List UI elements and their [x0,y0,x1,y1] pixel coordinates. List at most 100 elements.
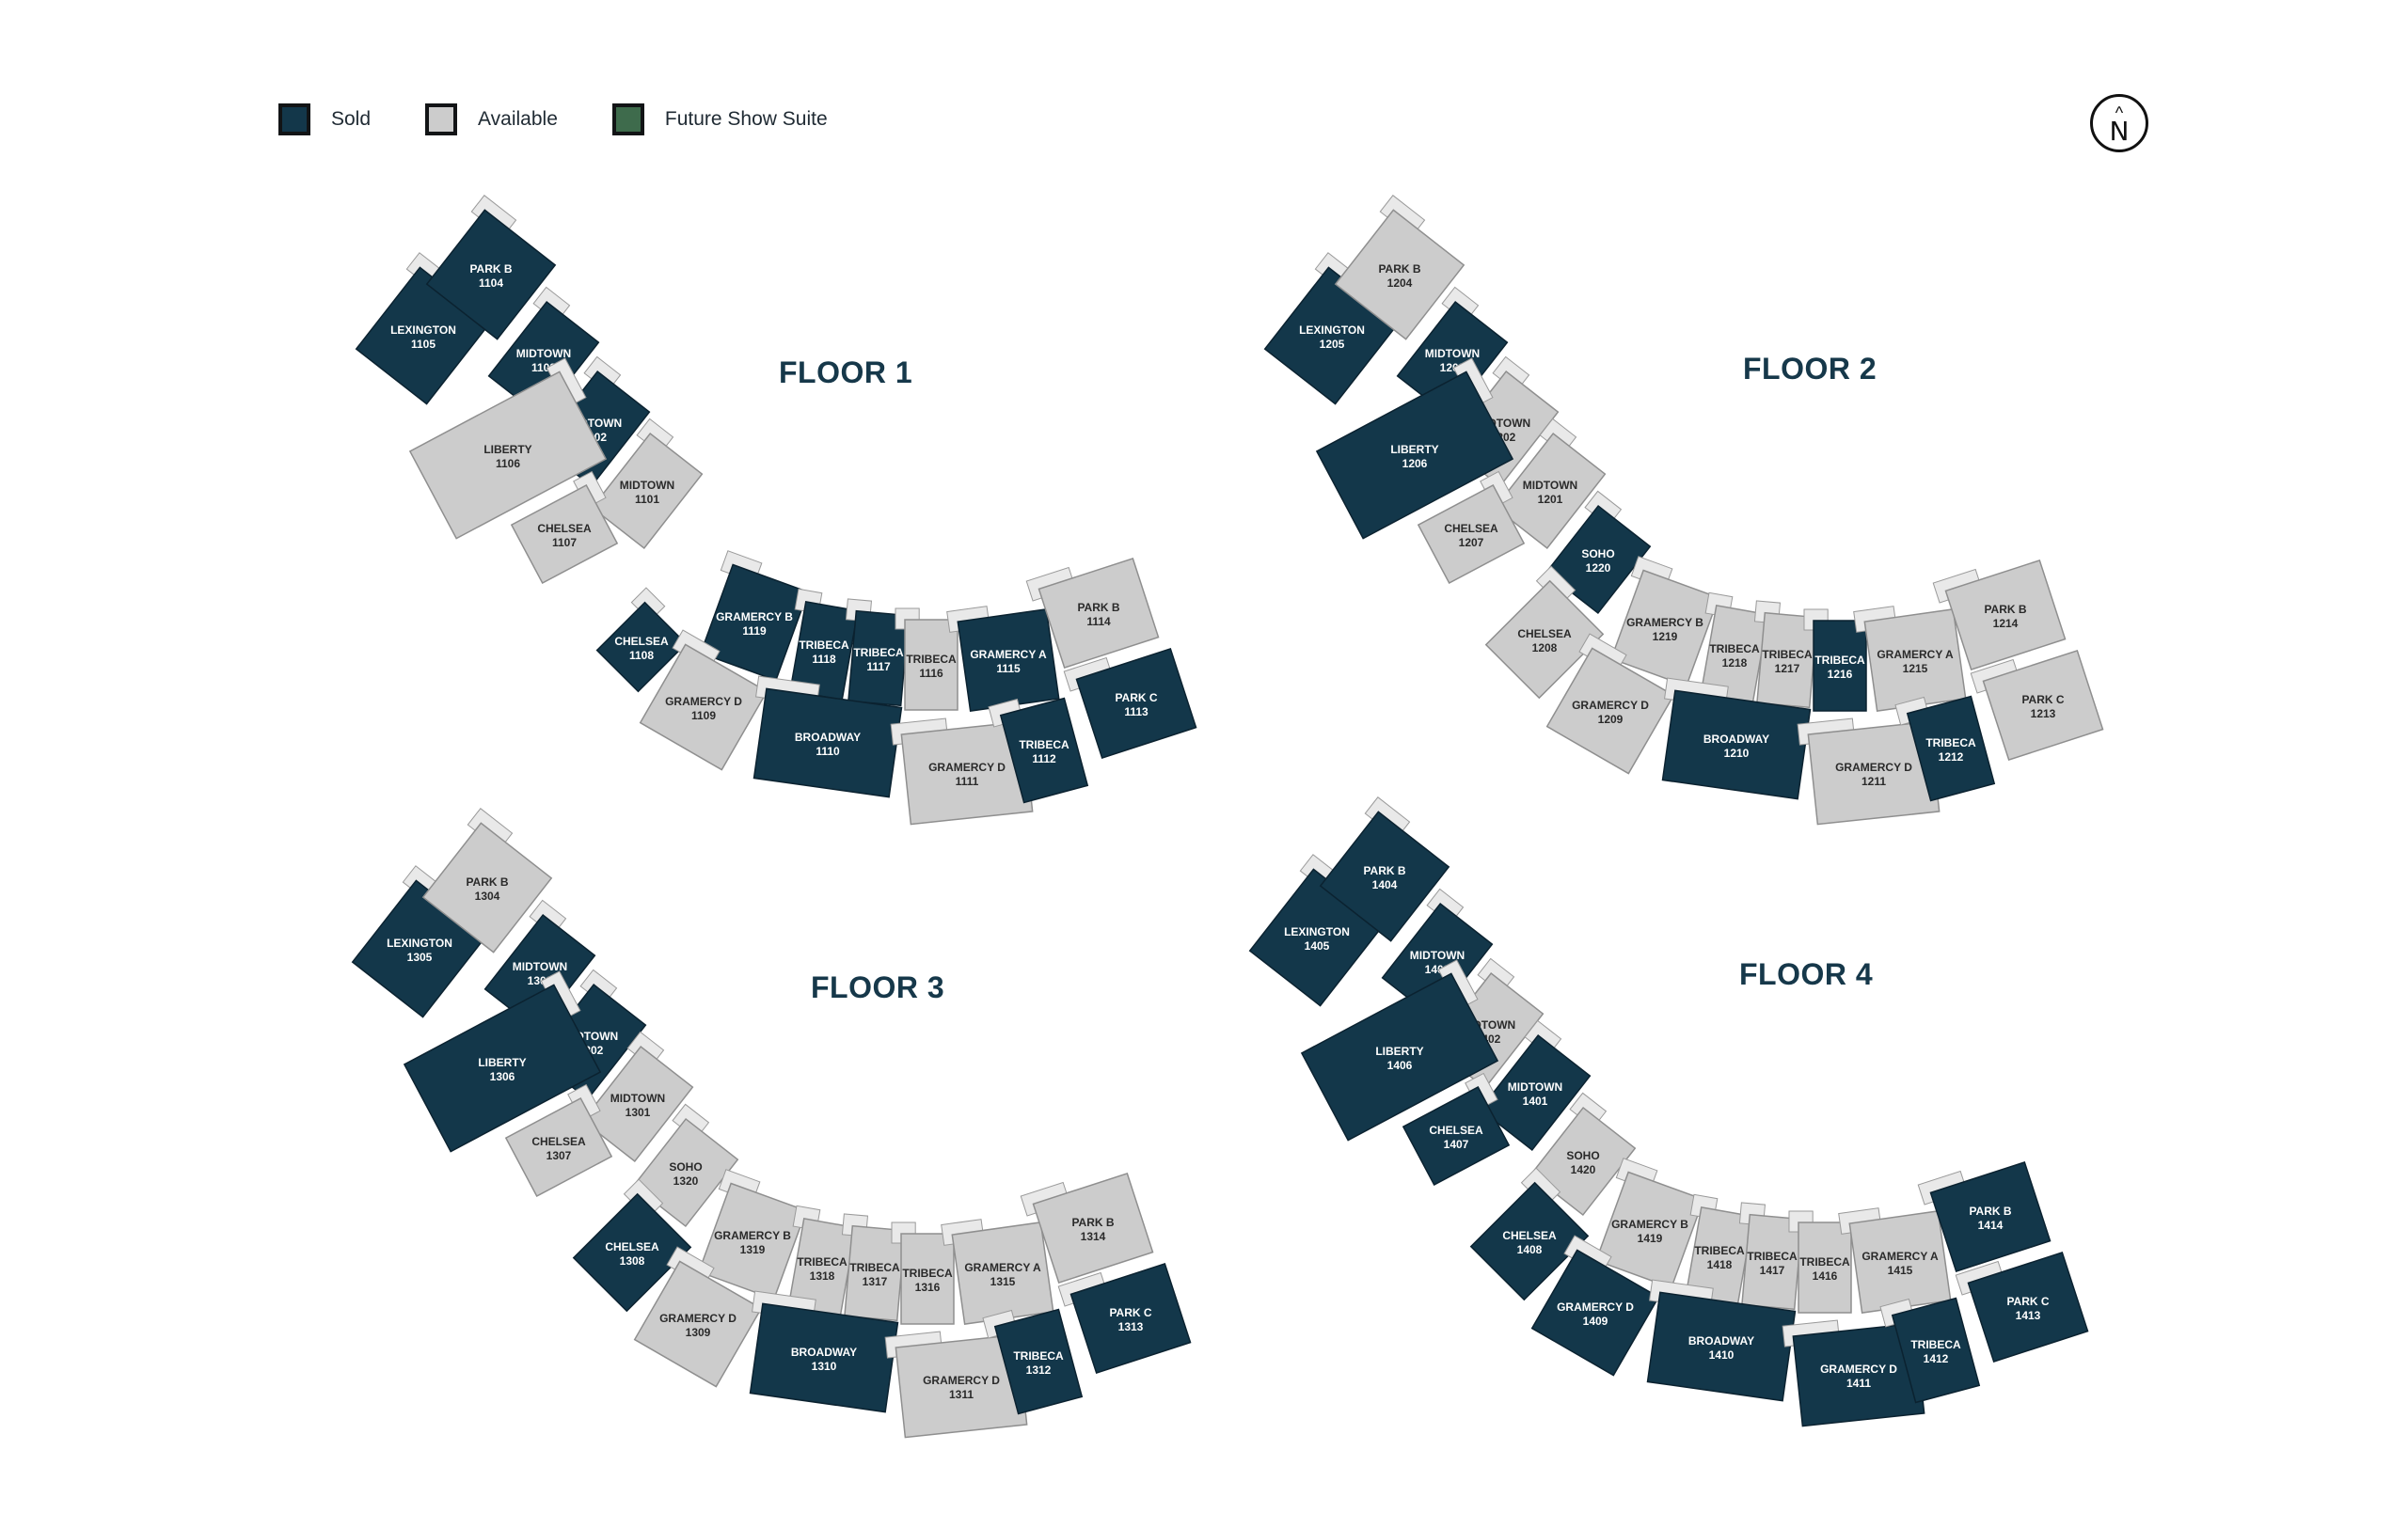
unit-1208[interactable] [1480,565,1611,700]
unit-1204[interactable] [1328,195,1471,340]
unit-1308[interactable] [567,1178,699,1313]
unit-1116[interactable] [895,607,958,711]
unit-1107[interactable] [507,470,627,585]
unit-1306-number: 1306 [490,1070,515,1083]
unit-1215-name: GRAMERCY A [1877,648,1954,661]
unit-1207[interactable] [1414,470,1534,585]
unit-1314[interactable] [1020,1163,1154,1286]
unit-1310-shape [749,1302,899,1413]
unit-1312-name: TRIBECA [1013,1349,1064,1363]
unit-1201-shape [1494,432,1607,550]
unit-1209[interactable] [1539,633,1679,775]
north-label: N [2109,116,2130,147]
unit-1311[interactable] [884,1324,1028,1439]
unit-1212[interactable] [1894,686,1996,803]
unit-1219[interactable] [1603,556,1723,687]
unit-1201[interactable] [1488,418,1612,550]
unit-1316-number: 1316 [915,1281,941,1294]
unit-1215[interactable] [1853,598,1967,713]
unit-1407[interactable] [1399,1072,1519,1187]
unit-1409-number: 1409 [1583,1315,1608,1328]
unit-1211-number: 1211 [1861,775,1886,788]
unit-1207-name: CHELSEA [1444,522,1498,535]
unit-1406-shape [1300,972,1499,1142]
unit-1310[interactable] [741,1290,900,1413]
unit-1110[interactable] [745,675,904,798]
unit-1210[interactable] [1654,677,1813,800]
unit-1419[interactable] [1588,1158,1708,1289]
unit-1311-number: 1311 [949,1388,974,1401]
unit-1211-name: GRAMERCY D [1835,761,1912,774]
unit-1109[interactable] [632,629,772,771]
unit-1415[interactable] [1838,1200,1952,1315]
unit-1110-shape [752,687,903,798]
unit-1111[interactable] [890,711,1034,826]
unit-1104[interactable] [420,195,562,340]
unit-1206[interactable] [1312,357,1523,540]
unit-1416[interactable] [1788,1210,1852,1314]
unit-1319-name: GRAMERCY B [714,1229,791,1242]
unit-1206-name: LIBERTY [1390,443,1438,456]
unit-1213[interactable] [1970,640,2104,764]
unit-1415-name: GRAMERCY A [1861,1250,1939,1263]
unit-1101-number: 1101 [635,493,659,506]
unit-1119[interactable] [692,550,813,682]
unit-1309[interactable] [626,1246,767,1388]
unit-1204-shape [1334,209,1465,340]
unit-1216[interactable] [1803,608,1867,712]
unit-1409[interactable] [1524,1235,1664,1377]
unit-1414-shape [1929,1160,2052,1273]
unit-1319[interactable] [690,1169,811,1300]
unit-1308-name: CHELSEA [605,1240,659,1253]
unit-1411[interactable] [1782,1313,1925,1427]
unit-1204-number: 1204 [1387,276,1413,290]
unit-1214[interactable] [1932,550,2067,673]
legend-future-label: Future Show Suite [664,108,828,130]
unit-1317-name: TRIBECA [849,1261,900,1274]
unit-1310-name: BROADWAY [791,1346,857,1359]
unit-1307[interactable] [501,1083,622,1198]
unit-1316[interactable] [891,1221,955,1325]
unit-1301[interactable] [576,1031,700,1163]
unit-1311-name: GRAMERCY D [923,1374,1000,1387]
unit-1313-shape [1069,1262,1192,1375]
unit-1401[interactable] [1473,1019,1597,1152]
unit-1406[interactable] [1297,959,1508,1142]
unit-1113[interactable] [1063,638,1197,762]
legend-future: Future Show Suite [611,103,863,135]
unit-1101[interactable] [585,418,709,550]
unit-1107-number: 1107 [552,536,577,549]
unit-1114[interactable] [1025,548,1160,671]
unit-1312[interactable] [982,1299,1084,1416]
unit-1212-name: TRIBECA [1925,736,1976,749]
unit-1318[interactable] [779,1205,858,1318]
unit-1208-number: 1208 [1532,641,1558,654]
unit-1313[interactable] [1057,1253,1192,1377]
north-compass-icon: ^ N [2090,94,2148,152]
unit-1418[interactable] [1676,1193,1755,1307]
unit-1410[interactable] [1639,1279,1798,1402]
unit-1108[interactable] [591,587,694,693]
unit-1116-number: 1116 [919,667,943,680]
unit-1408-number: 1408 [1517,1243,1543,1256]
unit-1115[interactable] [946,598,1060,713]
floor-4-title: FLOOR 4 [1739,957,1874,991]
unit-1309-name: GRAMERCY D [659,1312,737,1325]
unit-1315[interactable] [941,1211,1054,1326]
unit-1106[interactable] [405,357,616,540]
unit-1118[interactable] [781,588,860,701]
unit-1207-number: 1207 [1459,536,1484,549]
unit-1412[interactable] [1879,1287,1981,1405]
unit-1408[interactable] [1465,1167,1596,1301]
unit-1414[interactable] [1917,1152,2052,1275]
unit-1308-number: 1308 [620,1254,645,1268]
unit-1307-name: CHELSEA [531,1135,586,1148]
unit-1112[interactable] [988,687,1089,805]
unit-1418-number: 1418 [1707,1258,1733,1271]
unit-1404[interactable] [1313,796,1456,942]
unit-1304[interactable] [416,808,559,954]
unit-1413[interactable] [1955,1242,2089,1365]
unit-1306[interactable] [400,970,610,1153]
